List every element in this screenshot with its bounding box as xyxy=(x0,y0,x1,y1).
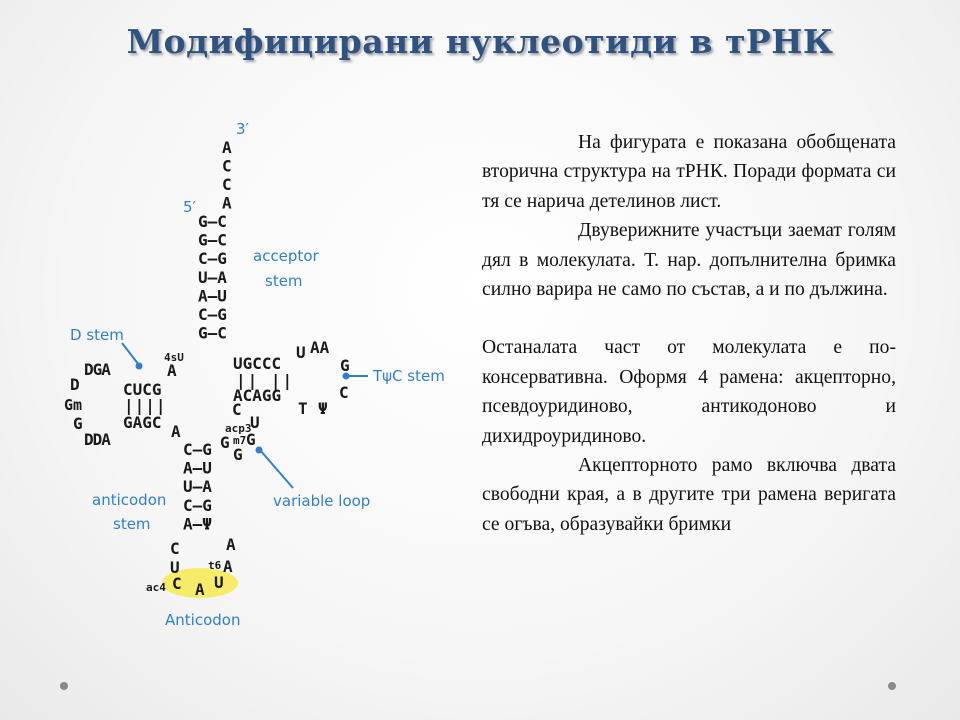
d-loop-bottom: DDA xyxy=(84,430,111,449)
anticodon-base-pair: C–G xyxy=(183,440,212,459)
variable-loop-label: variable loop xyxy=(273,492,370,510)
junction-a-small-2: A xyxy=(171,422,181,441)
anticodon-stem-pairs: C–GA–UU–AC–GA–Ψ xyxy=(183,440,212,533)
var-loop-u: U xyxy=(250,413,260,432)
description-text: На фигурата е показана обобщената вторич… xyxy=(482,128,896,539)
d-loop-top: DGA xyxy=(84,360,111,379)
acceptor-base-pair: G–C xyxy=(198,324,227,343)
anticodon-u: U xyxy=(214,573,224,592)
trna-cloverleaf-diagram: 3′ 5′ acceptor stem D stem TψC stem anti… xyxy=(40,110,480,640)
d-stem-pointer-dot xyxy=(135,362,143,370)
ac-loop-ac4: ac4 xyxy=(146,581,166,594)
var-loop-m7: m7 xyxy=(233,434,246,447)
junction-a-small-1: A xyxy=(167,361,177,380)
t-loop-aa: AA xyxy=(310,338,330,357)
acceptor-base-pair: G–C xyxy=(198,212,227,231)
anticodon-base-pair: A–Ψ xyxy=(183,514,212,533)
acceptor-stem-label-1: acceptor xyxy=(253,247,319,265)
anticodon-stem-label-1: anticodon xyxy=(92,491,166,509)
acceptor-tail-base: C xyxy=(222,175,232,194)
d-loop-left-1: D xyxy=(70,375,80,394)
anticodon-stem-label-2: stem xyxy=(113,515,151,533)
slide-title: Модифицирани нуклеотиди в тРНК xyxy=(126,22,834,61)
acceptor-base-pair: C–G xyxy=(198,249,227,268)
acceptor-base-pair: A–U xyxy=(198,286,227,305)
d-loop-left-2: Gm xyxy=(64,396,82,414)
d-loop-left-3: G xyxy=(73,414,83,433)
d-stem-label: D stem xyxy=(70,326,124,344)
t-stem-bars: || || xyxy=(236,371,294,391)
t-loop-t: T xyxy=(298,399,308,418)
var-loop-g2: G xyxy=(246,430,256,449)
d-stem-bars: |||| xyxy=(124,396,167,416)
mod-4su-label: 4sU xyxy=(164,351,184,364)
nav-dot-left xyxy=(60,682,68,690)
t-stem-top: UGCCC xyxy=(233,354,281,373)
tpsic-stem-label: TψC stem xyxy=(372,367,445,385)
anticodon-label: Anticodon xyxy=(165,611,240,629)
t-loop-g: G xyxy=(340,356,350,375)
ac-loop-left-u: U xyxy=(170,558,180,577)
tpsic-pointer-dot xyxy=(342,372,350,380)
anticodon-base-pair: U–A xyxy=(183,477,212,496)
paragraph-3: Останалата част от молекулата е по-консе… xyxy=(482,337,896,447)
ac-loop-right-a: A xyxy=(226,535,236,554)
variable-loop-pointer xyxy=(259,449,294,489)
anticodon-base-pair: A–U xyxy=(183,459,212,478)
acceptor-tail-base: A xyxy=(222,194,232,213)
paragraph-1: На фигурата е показана обобщената вторич… xyxy=(482,132,896,212)
t-loop-psi: Ψ xyxy=(318,399,328,418)
paragraph-4: Акцепторното рамо включва двата свободни… xyxy=(482,455,896,535)
ac-loop-t6: t6 xyxy=(208,559,222,572)
var-loop-g3: G xyxy=(233,445,243,464)
anticodon-highlight xyxy=(162,568,238,598)
three-prime-label: 3′ xyxy=(236,120,250,138)
t-loop-c: C xyxy=(339,383,349,402)
acceptor-base-pair: C–G xyxy=(198,305,227,324)
anticodon-a: A xyxy=(195,580,205,599)
paragraph-2: Двуверижните участъци заемат голям дял в… xyxy=(482,220,896,301)
trna-svg: 3′ 5′ acceptor stem D stem TψC stem anti… xyxy=(64,120,445,629)
d-stem-top: CUCG xyxy=(123,380,162,399)
var-loop-c: C xyxy=(232,400,242,419)
ac-loop-left-c: C xyxy=(170,539,180,558)
variable-loop-pointer-dot xyxy=(255,446,263,454)
acceptor-stem-pairs: G–CG–CC–GU–AA–UC–GG–C xyxy=(198,212,227,343)
var-loop-acp3: acp3 xyxy=(225,422,252,435)
ac-loop-t6a: A xyxy=(223,557,233,576)
var-loop-g1: G xyxy=(220,433,230,452)
nav-dot-right xyxy=(888,682,896,690)
acceptor-tail-base: C xyxy=(222,157,232,176)
acceptor-base-pair: U–A xyxy=(198,268,227,287)
t-stem-bottom: ACAGG xyxy=(233,386,281,405)
anticodon-base-pair: C–G xyxy=(183,496,212,515)
acceptor-tail-base: A xyxy=(222,138,232,157)
t-loop-u: U xyxy=(296,343,306,362)
acceptor-stem-label-2: stem xyxy=(265,272,303,290)
acceptor-base-pair: G–C xyxy=(198,231,227,250)
d-stem-bottom: GAGC xyxy=(123,413,162,432)
d-stem-pointer xyxy=(121,342,140,366)
anticodon-c: C xyxy=(172,574,182,593)
five-prime-label: 5′ xyxy=(183,198,197,216)
